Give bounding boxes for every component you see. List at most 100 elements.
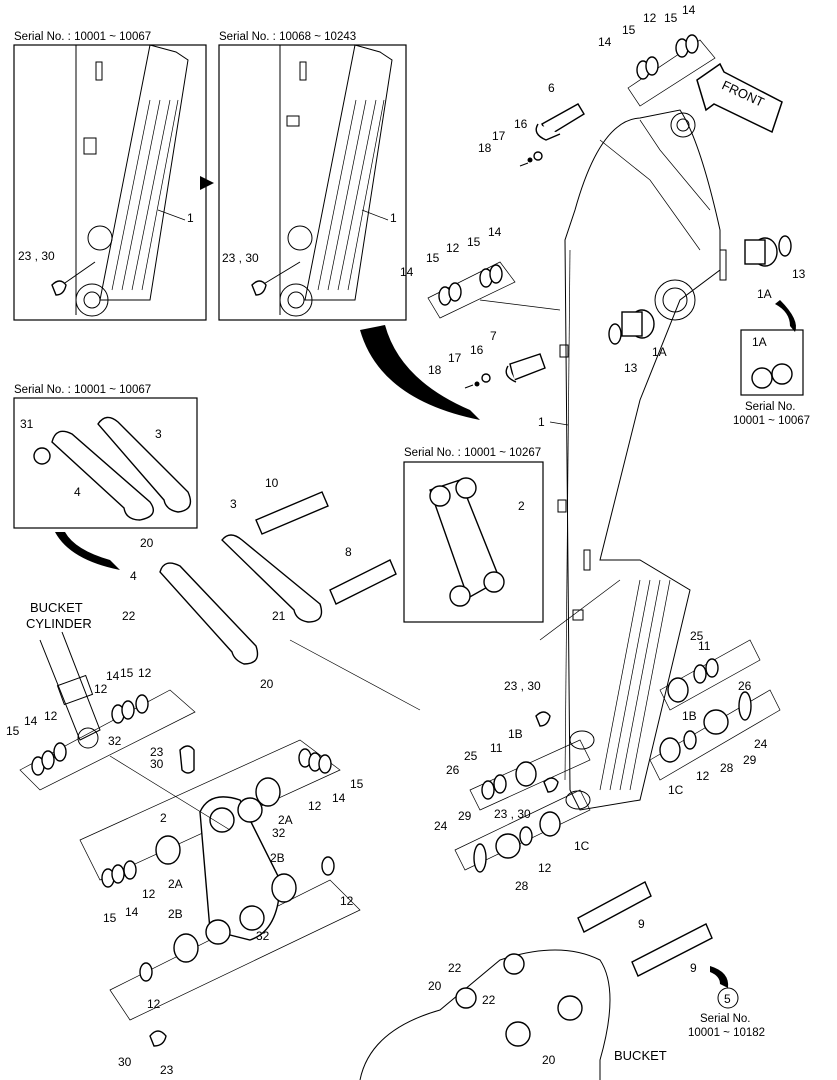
lower-link-assembly: 2 2A 2A 2B 2B 32 32 12 14 15 12 15 14 12… — [79, 739, 364, 1077]
callout-3-a: 3 — [155, 427, 162, 441]
callout-28-b: 28 — [515, 879, 529, 893]
callout-17-a: 17 — [492, 129, 506, 143]
bucket-cylinder: BUCKET CYLINDER — [26, 600, 101, 749]
callout-18-b: 18 — [428, 363, 442, 377]
callout-16-a: 16 — [514, 117, 528, 131]
callout-1-a: 1 — [187, 211, 194, 225]
callout-29-b: 29 — [458, 809, 472, 823]
callout-20-d: 20 — [542, 1053, 556, 1067]
boom-lower-parts: 11 25 26 1B 24 29 28 12 1C — [649, 629, 781, 797]
callout-28-a: 28 — [720, 761, 734, 775]
bucket-cylinder-label-1: BUCKET — [30, 600, 83, 615]
callout-22-c: 22 — [482, 993, 496, 1007]
callout-1C-a: 1C — [668, 783, 684, 797]
arrow-right-icon — [200, 176, 214, 190]
callout-25-b: 25 — [464, 749, 478, 763]
callout-12-h: 12 — [142, 887, 156, 901]
callout-26-b: 26 — [446, 763, 460, 777]
callout-14-a: 14 — [598, 35, 612, 49]
callout-12-k: 12 — [538, 861, 552, 875]
bottom-ref-number: 5 — [724, 992, 731, 1006]
callout-4-a: 4 — [74, 485, 81, 499]
callout-1-b: 1 — [390, 211, 397, 225]
callout-24-b: 24 — [434, 819, 448, 833]
inset-right: 1A Serial No. 10001 ~ 10067 — [733, 300, 810, 427]
inset-top-left-serial: Serial No. : 10001 ~ 10067 — [14, 31, 151, 43]
bottom-serial-1: Serial No. — [700, 1013, 751, 1025]
callout-12-e: 12 — [138, 666, 152, 680]
callout-17-b: 17 — [448, 351, 462, 365]
inset-right-serial-1: Serial No. — [745, 401, 796, 413]
callout-23-30-c: 23 , 30 — [504, 679, 541, 693]
bottom-serial-2: 10001 ~ 10182 — [688, 1027, 765, 1039]
part-7-group: 7 16 17 18 — [428, 329, 546, 389]
callout-1-main: 1 — [538, 415, 545, 429]
callout-20-b: 20 — [260, 677, 274, 691]
mid-pin-group: 14 15 12 15 14 — [400, 225, 516, 319]
part-6-group: 6 16 17 18 — [478, 81, 585, 167]
callout-15-d: 15 — [467, 235, 481, 249]
callout-1A-c: 1A — [752, 335, 767, 349]
inset-left-serial: Serial No. : 10001 ~ 10067 — [14, 384, 151, 396]
inset-top-middle: Serial No. : 10068 ~ 10243 23 , 30 1 — [218, 31, 407, 321]
callout-29-a: 29 — [743, 753, 757, 767]
callout-31: 31 — [20, 417, 34, 431]
callout-15-c: 15 — [426, 251, 440, 265]
callout-16-b: 16 — [470, 343, 484, 357]
callout-14-e: 14 — [24, 714, 38, 728]
callout-2B-b: 2B — [168, 907, 183, 921]
callout-13-a: 13 — [792, 267, 806, 281]
callout-24-a: 24 — [754, 737, 768, 751]
callout-23-a: 23 — [150, 745, 164, 759]
callout-12-c: 12 — [44, 709, 58, 723]
callout-14-f: 14 — [106, 669, 120, 683]
callout-32-c: 32 — [256, 929, 270, 943]
callout-6: 6 — [548, 81, 555, 95]
callout-20-a: 20 — [140, 536, 154, 550]
callout-9-a: 9 — [638, 917, 645, 931]
callout-1B-b: 1B — [508, 727, 523, 741]
callout-25-a: 25 — [690, 629, 704, 643]
callout-20-c: 20 — [428, 979, 442, 993]
callout-14-g: 14 — [332, 791, 346, 805]
callout-2-b: 2 — [160, 811, 167, 825]
callout-12-a: 12 — [643, 11, 657, 25]
callout-9-b: 9 — [690, 961, 697, 975]
callout-22-a: 22 — [122, 609, 136, 623]
callout-11-a: 11 — [698, 639, 711, 653]
inset-top-left: Serial No. : 10001 ~ 10067 23 , 30 1 — [13, 31, 207, 321]
inset-right-serial-2: 10001 ~ 10067 — [733, 415, 810, 427]
callout-10: 10 — [265, 476, 279, 490]
curved-arrow-icon — [360, 325, 480, 420]
callout-23-30-b: 23 , 30 — [222, 251, 259, 265]
bucket: BUCKET 22 20 22 20 — [359, 949, 667, 1080]
callout-23-b: 23 — [160, 1063, 174, 1077]
callout-23-30-d: 23 , 30 — [494, 807, 531, 821]
links-group: 3 4 20 22 21 20 10 8 — [122, 476, 397, 691]
callout-12-b: 12 — [446, 241, 460, 255]
callout-11-b: 11 — [490, 741, 503, 755]
callout-2-a: 2 — [518, 499, 525, 513]
callout-12-i: 12 — [147, 997, 161, 1011]
callout-23-30-a: 23 , 30 — [18, 249, 55, 263]
bushing-1A-group: 13 1A 13 1A — [608, 235, 806, 375]
callout-2A-a: 2A — [168, 877, 183, 891]
inset-left: Serial No. : 10001 ~ 10067 31 3 4 — [13, 384, 198, 570]
bottom-ref: 5 Serial No. 10001 ~ 10182 — [688, 987, 765, 1039]
pins-9: 9 9 — [577, 881, 729, 988]
inset-center-serial: Serial No. : 10001 ~ 10267 — [404, 447, 541, 459]
callout-1A-b: 1A — [652, 345, 667, 359]
callout-21: 21 — [272, 609, 286, 623]
callout-2B-a: 2B — [270, 851, 285, 865]
boom-arm: 1 — [538, 109, 727, 811]
callout-14-b: 14 — [682, 3, 696, 17]
callout-12-j: 12 — [696, 769, 710, 783]
callout-15-a: 15 — [622, 23, 636, 37]
callout-18-a: 18 — [478, 141, 492, 155]
bucket-cylinder-label-2: CYLINDER — [26, 616, 92, 631]
callout-7: 7 — [490, 329, 497, 343]
callout-3-b: 3 — [230, 497, 237, 511]
callout-22-b: 22 — [448, 961, 462, 975]
callout-1C-b: 1C — [574, 839, 590, 853]
